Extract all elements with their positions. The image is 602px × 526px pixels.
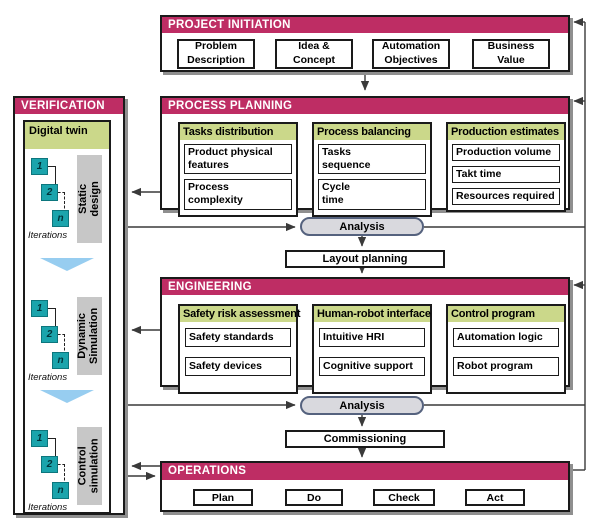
robot-program-item: Robot program	[453, 357, 559, 377]
engineering-box: ENGINEERING Safety risk assessment Safet…	[160, 277, 570, 395]
human-robot-interface-panel: Human-robot interface Intuitive HRI Cogn…	[312, 304, 432, 395]
digital-twin-box: Digital twin Static design 1 2 n Iterati…	[23, 120, 111, 514]
down-triangle-icon	[40, 390, 94, 403]
process-complexity-item: Process complexity	[184, 179, 292, 210]
iterations-label: Iterations	[28, 230, 68, 241]
layout-planning-box: Layout planning	[285, 250, 445, 268]
iteration-connector	[48, 438, 56, 459]
act-step: Act	[465, 489, 525, 506]
resources-required-item: Resources required	[452, 188, 560, 206]
production-volume-item: Production volume	[452, 144, 560, 162]
iteration-square-2: 2	[41, 456, 58, 473]
process-balancing-panel: Process balancing Tasks sequence Cycle t…	[312, 122, 432, 217]
process-balancing-title: Process balancing	[314, 124, 430, 140]
safety-standards-item: Safety standards	[185, 328, 291, 348]
tasks-distribution-panel: Tasks distribution Product physical feat…	[178, 122, 298, 217]
do-step: Do	[285, 489, 343, 506]
analysis-oval-2: Analysis	[300, 396, 424, 415]
iteration-connector-dashed	[58, 192, 65, 213]
problem-description-item: Problem Description	[177, 39, 255, 69]
control-simulation-band: Control simulation	[77, 427, 102, 505]
iteration-square-n: n	[52, 482, 69, 499]
iteration-square-2: 2	[41, 184, 58, 201]
safety-devices-item: Safety devices	[185, 357, 291, 377]
tasks-distribution-title: Tasks distribution	[180, 124, 296, 140]
check-step: Check	[373, 489, 435, 506]
business-value-item: Business Value	[472, 39, 550, 69]
dynamic-simulation-band: Dynamic Simulation	[77, 297, 102, 375]
safety-risk-assessment-panel: Safety risk assessment Safety standards …	[178, 304, 300, 395]
human-robot-interface-title: Human-robot interface	[314, 306, 431, 322]
iteration-square-n: n	[52, 210, 69, 227]
iterations-label: Iterations	[28, 502, 68, 513]
dynamic-simulation-label: Dynamic Simulation	[76, 307, 101, 365]
analysis-oval-1: Analysis	[300, 217, 424, 236]
cycle-time-item: Cycle time	[318, 179, 426, 210]
process-planning-box: PROCESS PLANNING Tasks distribution Prod…	[160, 96, 570, 217]
operations-box: OPERATIONS Plan Do Check Act	[160, 461, 570, 512]
verification-title: VERIFICATION	[15, 98, 123, 114]
iteration-square-1: 1	[31, 430, 48, 447]
verification-box: VERIFICATION Digital twin Static design …	[13, 96, 125, 515]
iteration-connector	[48, 166, 56, 187]
static-design-label: Static design	[76, 181, 101, 217]
control-program-title: Control program	[448, 306, 564, 322]
operations-title: OPERATIONS	[162, 463, 568, 480]
takt-time-item: Takt time	[452, 166, 560, 184]
static-design-band: Static design	[77, 155, 102, 243]
iterations-label: Iterations	[28, 372, 68, 383]
digital-twin-label: Digital twin	[25, 122, 109, 149]
project-initiation-box: PROJECT INITIATION Problem Description I…	[160, 15, 570, 72]
iteration-connector	[48, 308, 56, 329]
iteration-square-2: 2	[41, 326, 58, 343]
automation-objectives-item: Automation Objectives	[372, 39, 450, 69]
intuitive-hri-item: Intuitive HRI	[319, 328, 425, 348]
engineering-title: ENGINEERING	[162, 279, 568, 295]
product-physical-features-item: Product physical features	[184, 144, 292, 175]
safety-risk-assessment-title: Safety risk assessment	[180, 306, 300, 322]
production-estimates-panel: Production estimates Production volume T…	[446, 122, 566, 213]
automation-logic-item: Automation logic	[453, 328, 559, 348]
iteration-connector-dashed	[58, 334, 65, 355]
plan-step: Plan	[193, 489, 253, 506]
idea-concept-item: Idea & Concept	[275, 39, 353, 69]
project-initiation-title: PROJECT INITIATION	[162, 17, 568, 33]
process-planning-title: PROCESS PLANNING	[162, 98, 568, 114]
production-estimates-title: Production estimates	[448, 124, 564, 140]
iteration-square-1: 1	[31, 158, 48, 175]
iteration-square-1: 1	[31, 300, 48, 317]
iteration-connector-dashed	[58, 464, 65, 485]
cognitive-support-item: Cognitive support	[319, 357, 425, 377]
control-program-panel: Control program Automation logic Robot p…	[446, 304, 566, 395]
control-simulation-label: Control simulation	[76, 438, 101, 494]
commissioning-box: Commissioning	[285, 430, 445, 448]
iteration-square-n: n	[52, 352, 69, 369]
tasks-sequence-item: Tasks sequence	[318, 144, 426, 175]
down-triangle-icon	[40, 258, 94, 271]
